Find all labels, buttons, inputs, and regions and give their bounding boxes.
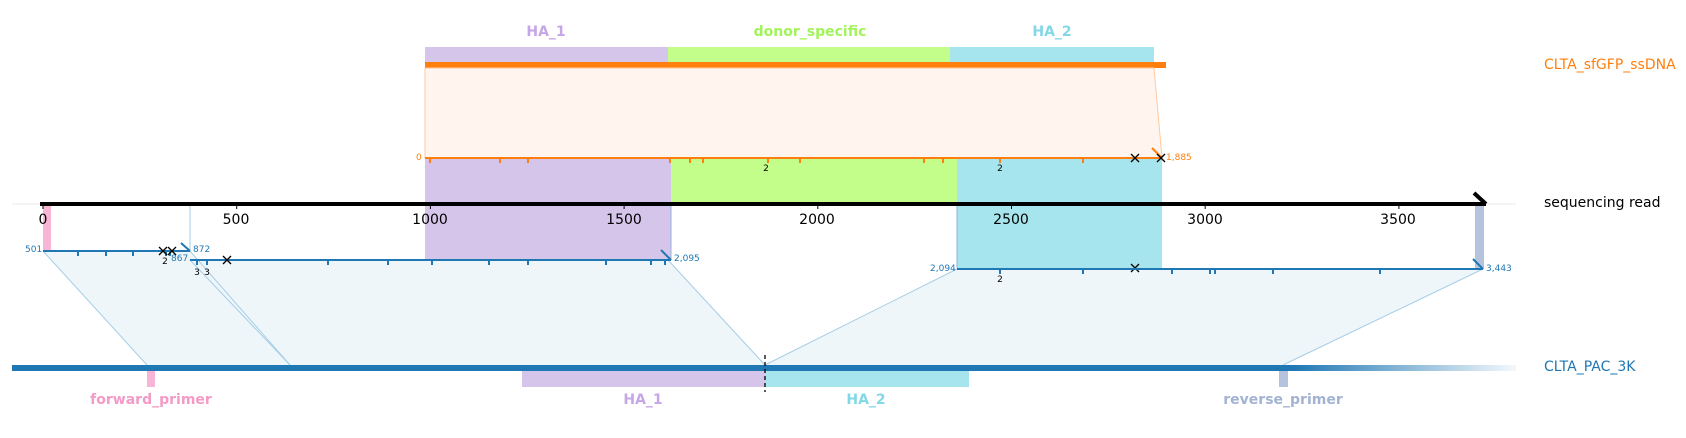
top-ha1-bar — [425, 47, 668, 62]
ssdna-end-arrow — [1151, 147, 1163, 159]
read-tick-label: 3500 — [1380, 212, 1416, 228]
deletion-x-mark — [167, 246, 177, 256]
ssdna-track-label: CLTA_sfGFP_ssDNA — [1544, 57, 1676, 73]
top-ha1-label: HA_1 — [526, 24, 566, 40]
pac-align2-start-label: 867 — [171, 254, 189, 264]
pac-align3-arrow — [1472, 258, 1484, 270]
ssdna-count-label: 2 — [763, 164, 769, 174]
read-ha2-region — [957, 158, 1162, 268]
pac-mapping-line — [667, 259, 766, 366]
pac-mapping-line — [1282, 268, 1484, 366]
read-tick-label: 1000 — [412, 212, 448, 228]
read-reverse-primer-mark — [1475, 206, 1484, 269]
deletion-x-mark — [222, 255, 232, 265]
ssdna-ref-end-label: 1,885 — [1166, 153, 1192, 163]
bottom-ha2-block — [765, 371, 969, 387]
pac-align1-start-label: 501 — [25, 245, 43, 255]
ssdna-count-label: 2 — [997, 164, 1003, 174]
pac-align3-start-label: 2,094 — [930, 264, 956, 274]
deletion-x-mark — [1156, 153, 1166, 163]
read-tick-label: 2500 — [993, 212, 1029, 228]
bottom-ha2-label: HA_2 — [846, 392, 886, 408]
deletion-x-mark — [158, 246, 168, 256]
read-tick-label: 500 — [222, 212, 250, 228]
bottom-forward-primer-block — [147, 371, 155, 387]
ssdna-bar — [425, 62, 1166, 68]
pac-align2-end-label: 2,095 — [674, 254, 700, 264]
pac-map2-fill — [190, 260, 765, 365]
bottom-forward-primer-label: forward_primer — [90, 392, 212, 408]
ssdna-mapping-fill — [424, 67, 1163, 159]
pac-count-label: 2 — [162, 257, 168, 267]
read-tick-label: 3000 — [1187, 212, 1223, 228]
read-tick-label: 2000 — [799, 212, 835, 228]
read-tick-label: 1500 — [606, 212, 642, 228]
pac-map3-fill — [765, 269, 1483, 365]
pac-align1-end-label: 872 — [193, 245, 211, 255]
pac-track-label: CLTA_PAC_3K — [1544, 359, 1636, 375]
read-track-label: sequencing read — [1544, 195, 1661, 211]
pac-reference-bar — [12, 365, 1292, 371]
read-tick-label: 0 — [38, 212, 48, 228]
deletion-x-mark — [1130, 153, 1140, 163]
pac-count-label: 2 — [997, 275, 1003, 285]
pac-mapping-line — [189, 259, 291, 366]
pac-align2-arrow — [660, 249, 672, 261]
top-donor-specific-label: donor_specific — [753, 24, 867, 40]
pac-mapping-line — [189, 250, 291, 366]
pac-map1-fill — [43, 251, 290, 365]
pac-count-label: 3 — [194, 268, 200, 278]
read-axis-arrow — [1472, 191, 1488, 206]
top-ha2-bar — [950, 47, 1154, 62]
pac-mapping-line — [42, 250, 148, 366]
read-donor-region — [671, 158, 957, 204]
pac-align1-arrow — [180, 242, 191, 252]
pac-mapping-line — [764, 268, 958, 366]
read-ha1-region — [425, 158, 671, 260]
bottom-reverse-primer-label: reverse_primer — [1223, 392, 1343, 408]
read-forward-primer-mark — [43, 206, 51, 251]
top-donor-bar — [668, 47, 950, 62]
top-ha2-label: HA_2 — [1032, 24, 1072, 40]
pac-count-label: 3 — [204, 268, 210, 278]
pac-reference-fade — [1292, 365, 1516, 371]
ssdna-ref-start-label: 0 — [416, 153, 422, 163]
bottom-ha1-block — [522, 371, 765, 387]
pac-align3-end-label: 3,443 — [1486, 264, 1512, 274]
bottom-ha1-label: HA_1 — [623, 392, 663, 408]
bottom-reverse-primer-block — [1279, 371, 1288, 387]
